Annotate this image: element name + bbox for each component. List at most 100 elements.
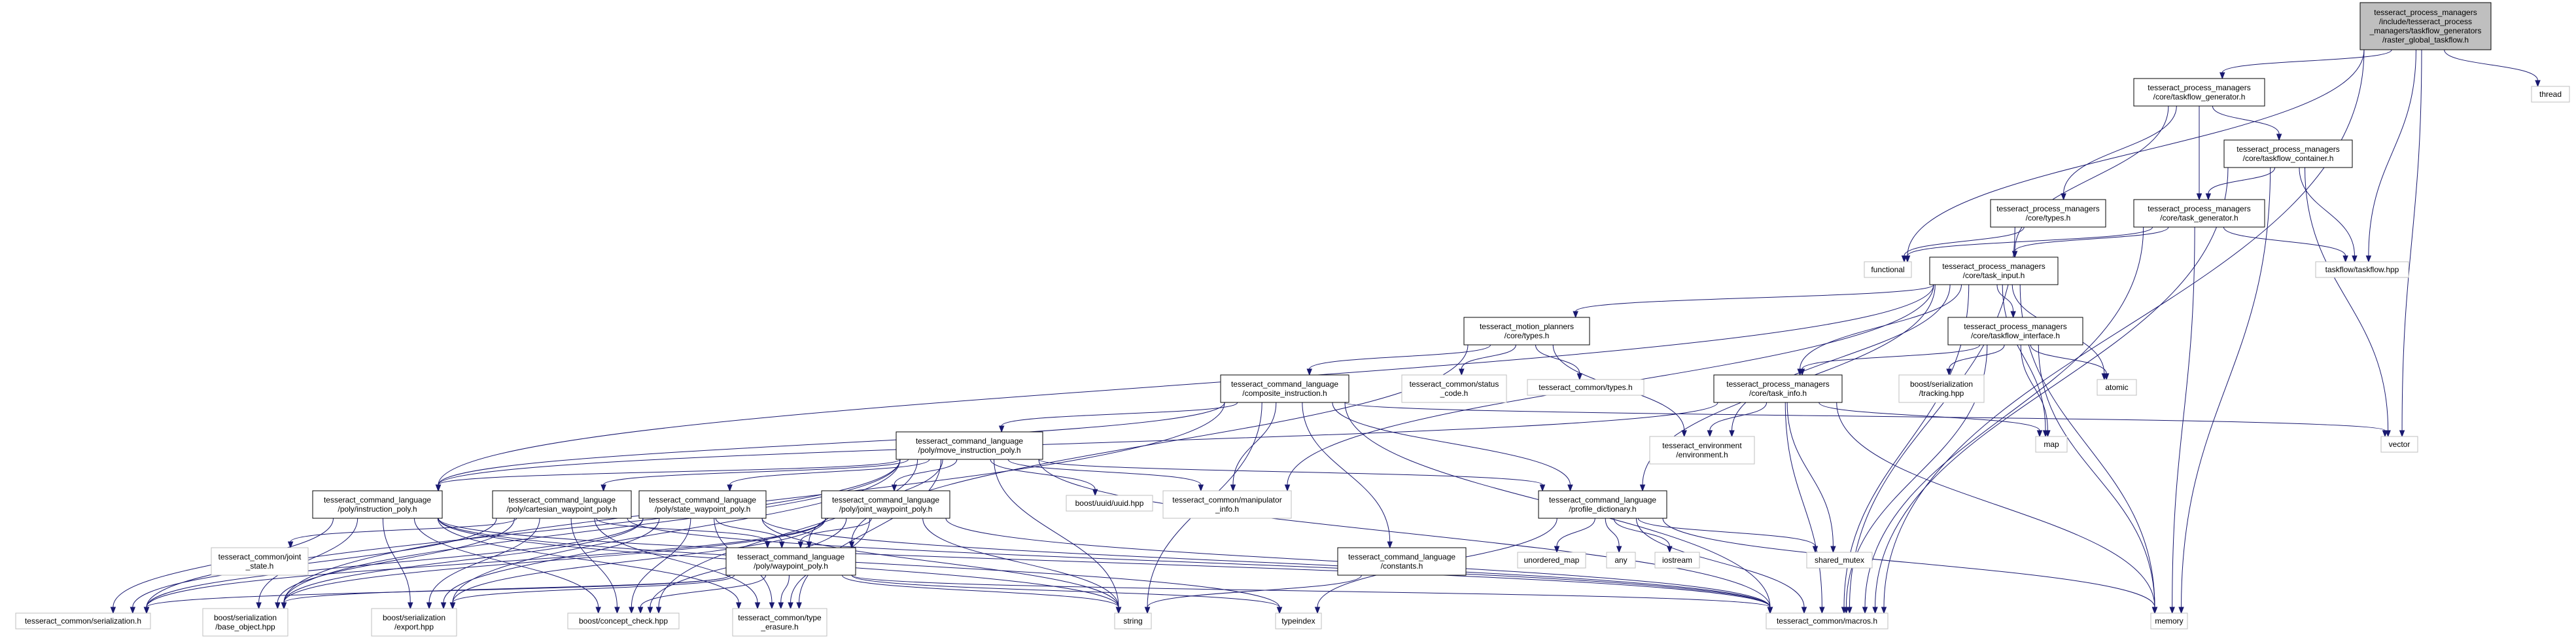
- node-map[interactable]: map: [2035, 436, 2068, 453]
- node-label: /core/taskflow_generator.h: [2153, 92, 2246, 101]
- node-functional[interactable]: functional: [1864, 261, 1912, 278]
- arrow-head: [778, 602, 784, 610]
- node-instruction-poly[interactable]: tesseract_command_language/poly/instruct…: [312, 490, 443, 519]
- edge-taskflow-interface-to-atomic: [2030, 344, 2110, 381]
- node-root[interactable]: tesseract_process_managers/include/tesse…: [2359, 2, 2492, 50]
- node-box: [821, 490, 950, 519]
- node-shared-mutex[interactable]: shared_mutex: [1806, 552, 1873, 569]
- arrow-head: [797, 541, 804, 549]
- arrow-head: [2382, 430, 2388, 438]
- edge-motion-types-to-status-code: [1459, 344, 1516, 376]
- node-joint-state[interactable]: tesseract_common/joint_state.h: [211, 547, 309, 576]
- edge-taskflow-container-to-memory: [2178, 167, 2271, 614]
- arrow-head: [1314, 607, 1321, 614]
- arrow-head: [110, 607, 116, 614]
- node-label: tesseract_common/status: [1410, 380, 1499, 389]
- edge-move-instruction-to-state-waypoint: [727, 459, 930, 492]
- node-box: [1527, 379, 1645, 396]
- node-label: tesseract_motion_planners: [1480, 322, 1574, 331]
- node-label: tesseract_command_language: [1348, 552, 1455, 561]
- arrow-head: [1639, 484, 1646, 492]
- node-label: /core/types.h: [2026, 213, 2071, 222]
- node-string[interactable]: string: [1114, 612, 1152, 629]
- node-box: [2531, 86, 2570, 103]
- node-base-object[interactable]: boost/serialization/base_object.hpp: [202, 608, 288, 637]
- node-composite[interactable]: tesseract_command_language/composite_ins…: [1220, 374, 1349, 403]
- arrow-head: [408, 602, 413, 610]
- node-label: shared_mutex: [1815, 556, 1864, 565]
- node-serialization[interactable]: tesseract_common/serialization.h: [15, 612, 151, 629]
- edge-composite-to-constants: [1302, 402, 1393, 549]
- node-unordered-map[interactable]: unordered_map: [1517, 552, 1586, 569]
- node-common-types[interactable]: tesseract_common/types.h: [1527, 379, 1645, 396]
- edge-move-instruction-to-profile-dictionary: [1038, 459, 1546, 492]
- node-label: tesseract_process_managers: [2237, 145, 2339, 154]
- node-state-waypoint[interactable]: tesseract_command_language/poly/state_wa…: [638, 490, 767, 519]
- node-taskflow-container[interactable]: tesseract_process_managers/core/taskflow…: [2223, 139, 2353, 168]
- node-type-erasure[interactable]: tesseract_common/type_erasure.h: [732, 608, 827, 637]
- node-constants[interactable]: tesseract_command_language/constants.h: [1337, 547, 1467, 576]
- node-environment[interactable]: tesseract_environment/environment.h: [1649, 436, 1755, 465]
- node-status-code[interactable]: tesseract_common/status_code.h: [1401, 374, 1507, 403]
- node-taskflow-interface[interactable]: tesseract_process_managers/core/taskflow…: [1947, 317, 2083, 346]
- arrow-head: [2535, 80, 2541, 88]
- node-box: [2133, 78, 2265, 107]
- node-waypoint-poly[interactable]: tesseract_command_language/poly/waypoint…: [725, 547, 856, 576]
- node-task-input[interactable]: tesseract_process_managers/core/task_inp…: [1929, 257, 2059, 285]
- node-box: [1066, 495, 1153, 512]
- node-task-generator[interactable]: tesseract_process_managers/core/task_gen…: [2133, 199, 2265, 228]
- node-label: tesseract_common/macros.h: [1777, 616, 1877, 626]
- node-typeindex[interactable]: typeindex: [1275, 612, 1322, 629]
- node-motion-types[interactable]: tesseract_motion_planners/core/types.h: [1463, 317, 1590, 346]
- node-profile-dictionary[interactable]: tesseract_command_language/profile_dicti…: [1538, 490, 1667, 519]
- edge-composite-to-move-instruction: [998, 402, 1238, 433]
- node-label: /core/task_input.h: [1963, 271, 2025, 280]
- node-atomic[interactable]: atomic: [2097, 379, 2137, 396]
- arrow-head: [1306, 368, 1312, 376]
- node-macros[interactable]: tesseract_common/macros.h: [1766, 612, 1888, 629]
- node-concept-check[interactable]: boost/concept_check.hpp: [567, 612, 680, 629]
- node-move-instruction[interactable]: tesseract_command_language/poly/move_ins…: [896, 431, 1043, 460]
- arrow-head: [2352, 255, 2358, 263]
- edge-instruction-poly-to-type-erasure: [437, 518, 742, 610]
- arrow-head: [1284, 484, 1291, 492]
- arrow-head: [2205, 193, 2212, 201]
- node-box: [1990, 199, 2106, 228]
- edge-taskflow-generator-to-core-types: [2061, 105, 2177, 201]
- node-box: [15, 612, 151, 629]
- arrow-head: [2151, 607, 2158, 614]
- node-taskflow-generator[interactable]: tesseract_process_managers/core/taskflow…: [2133, 78, 2265, 107]
- node-task-info[interactable]: tesseract_process_managers/core/task_inf…: [1713, 374, 1843, 403]
- node-box: [2097, 379, 2137, 396]
- node-taskflow-hpp[interactable]: taskflow/taskflow.hpp: [2315, 261, 2409, 278]
- node-box: [567, 612, 680, 629]
- node-manipulator-info[interactable]: tesseract_common/manipulator_info.h: [1162, 490, 1292, 519]
- edge-taskflow-container-to-taskflow-hpp: [2299, 167, 2358, 263]
- node-uuid[interactable]: boost/uuid/uuid.hpp: [1066, 495, 1153, 512]
- node-label: thread: [2539, 90, 2562, 99]
- node-label: tesseract_process_managers: [1942, 262, 2045, 271]
- node-label: tesseract_process_managers: [1996, 204, 2099, 213]
- edge-composite-to-vector: [1344, 402, 2388, 438]
- node-box: [1517, 552, 1586, 569]
- node-joint-waypoint[interactable]: tesseract_command_language/poly/joint_wa…: [821, 490, 950, 519]
- arrow-head: [754, 602, 761, 610]
- arrow-head: [1567, 484, 1573, 492]
- edge-task-info-to-shared-mutex: [1786, 402, 1836, 554]
- node-box: [1766, 612, 1888, 629]
- node-thread[interactable]: thread: [2531, 86, 2570, 103]
- node-cartesian-waypoint[interactable]: tesseract_command_language/poly/cartesia…: [492, 490, 632, 519]
- node-tracking[interactable]: boost/serialization/tracking.hpp: [1898, 374, 1985, 403]
- node-vector[interactable]: vector: [2380, 436, 2418, 453]
- node-label: vector: [2389, 440, 2411, 449]
- arrow-head: [1862, 607, 1868, 614]
- node-memory[interactable]: memory: [2150, 612, 2188, 629]
- node-box: [725, 547, 856, 576]
- node-export[interactable]: boost/serialization/export.hpp: [371, 608, 457, 637]
- node-any[interactable]: any: [1606, 552, 1636, 569]
- node-label: /tracking.hpp: [1919, 389, 1964, 398]
- node-iostream[interactable]: iostream: [1654, 552, 1700, 569]
- arrow-head: [1198, 484, 1204, 492]
- node-box: [2380, 436, 2418, 453]
- node-core-types[interactable]: tesseract_process_managers/core/types.h: [1990, 199, 2106, 228]
